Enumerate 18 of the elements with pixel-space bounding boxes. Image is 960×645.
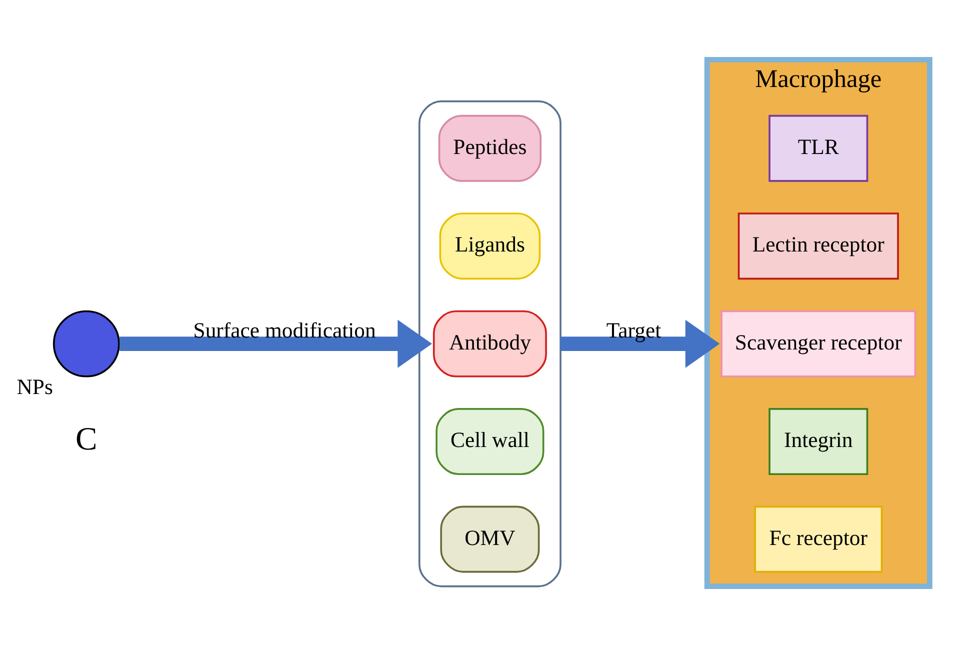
node-label: NPs [16, 374, 53, 398]
node-box: Cell wall [436, 408, 544, 474]
node-box: Antibody [432, 310, 547, 377]
node-box: Integrin [768, 408, 868, 474]
node-box: Fc receptor [754, 505, 883, 572]
node-box: OMV [440, 505, 540, 572]
label: C [76, 420, 98, 457]
edge-label: Surface modification [193, 318, 376, 342]
node-box: TLR [768, 114, 868, 182]
node-box: Peptides [438, 114, 542, 182]
node-box: Lectin receptor [738, 212, 899, 280]
arrow [560, 319, 720, 368]
edge-label: Target [606, 318, 662, 342]
node-box: Scavenger receptor [720, 310, 916, 377]
cluster [418, 100, 562, 587]
node-box: Ligands [439, 212, 541, 280]
node-circle [52, 310, 120, 377]
arrow [120, 319, 432, 368]
